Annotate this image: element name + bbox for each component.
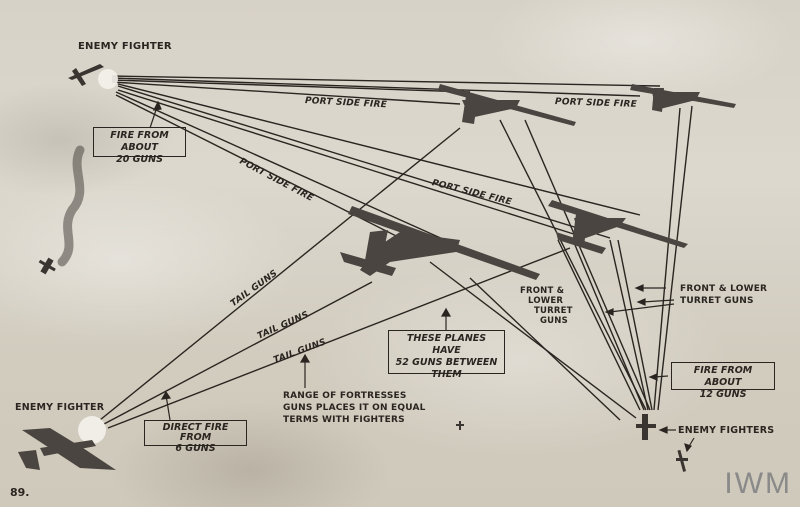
fire-line [111, 79, 471, 93]
b17-right-icon [548, 200, 688, 254]
artist-signature: 89. [10, 486, 30, 499]
direct-fire-6-guns-box: DIRECT FIRE FROM 6 GUNS [144, 420, 247, 454]
fire-20-guns-box: FIRE FROM ABOUT 20 GUNS [93, 127, 186, 165]
fire-line [657, 105, 693, 411]
fire-line [574, 244, 645, 411]
fire-line [111, 75, 661, 87]
fire-line [117, 85, 611, 239]
enemy-fighter-label-top: ENEMY FIGHTER [78, 41, 172, 52]
fire-line [557, 239, 641, 411]
range-note-line-3: TERMS WITH FIGHTERS [283, 415, 405, 425]
enemy-fighters-label: ENEMY FIGHTERS [678, 425, 775, 436]
fire-line [115, 91, 446, 241]
enemy-fighter-top-icon [68, 64, 104, 86]
falling-plane-icon [38, 257, 56, 275]
fire-12-line-2: 12 GUNS [699, 388, 747, 400]
smoke-trail [57, 145, 85, 267]
fire-line [609, 239, 649, 411]
planes-52-line-2: 52 GUNS BETWEEN [395, 356, 498, 368]
fire-line [107, 247, 571, 429]
small-distant-plane-icon [456, 421, 464, 430]
turret-right-line-2: TURRET GUNS [680, 296, 754, 306]
fire-line [111, 81, 461, 105]
arrow-front-lower-2 [641, 299, 675, 303]
enemy-fighters-icon [636, 414, 688, 472]
arrow-front-lower-3 [609, 303, 675, 313]
front-lower-turret-label-left: FRONT & LOWER TURRET GUNS [520, 286, 573, 326]
arrow-direct-6 [165, 394, 171, 421]
fire-12-guns-box: FIRE FROM ABOUT 12 GUNS [671, 362, 775, 400]
fire-line [117, 83, 641, 216]
direct-6-line-2: 6 GUNS [175, 442, 216, 454]
planes-52-line-1: THESE PLANES HAVE [406, 333, 487, 356]
planes-52-guns-box: THESE PLANES HAVE 52 GUNS BETWEEN THEM [388, 330, 505, 380]
turret-left-line-2: LOWER [528, 296, 564, 306]
fire-line [653, 107, 681, 411]
range-note-line-1: RANGE OF FORTRESSES [283, 391, 407, 401]
planes-52-line-3: THEM [431, 368, 462, 380]
iwm-watermark: IWM [724, 467, 792, 500]
fire-line [617, 239, 653, 411]
fire-line [524, 119, 651, 411]
b17-top-center-icon [438, 84, 576, 126]
b17-top-right-icon [630, 84, 736, 112]
front-lower-turret-label-right: FRONT & LOWER TURRET GUNS [680, 283, 767, 307]
enemy-fighter-label-bottom: ENEMY FIGHTER [15, 402, 105, 413]
turret-left-line-3: TURRET [534, 306, 573, 316]
fire-line [117, 89, 581, 237]
enemy-fighter-bottom-icon [18, 428, 116, 470]
muzzle-flash-top [98, 69, 118, 89]
fire-line [469, 277, 621, 421]
b17-lead-icon [340, 206, 540, 280]
fire-12-line-1: FIRE FROM ABOUT [693, 365, 753, 388]
turret-right-line-1: FRONT & LOWER [680, 284, 768, 294]
fire-20-line-2: 20 GUNS [116, 153, 163, 165]
turret-left-line-4: GUNS [540, 316, 568, 326]
turret-left-line-1: FRONT & [520, 286, 565, 296]
fire-line [499, 119, 647, 411]
direct-6-line-1: DIRECT FIRE FROM [162, 422, 229, 444]
fire-20-line-1: FIRE FROM ABOUT [110, 130, 169, 153]
fire-line [111, 77, 641, 97]
fire-line [103, 281, 373, 425]
range-note-line-2: GUNS PLACES IT ON EQUAL [283, 403, 426, 413]
fire-line [115, 94, 421, 249]
muzzle-flash-bottom [78, 416, 106, 444]
range-note: RANGE OF FORTRESSES GUNS PLACES IT ON EQ… [283, 390, 426, 426]
fire-line [99, 127, 461, 421]
fire-line [429, 261, 637, 419]
